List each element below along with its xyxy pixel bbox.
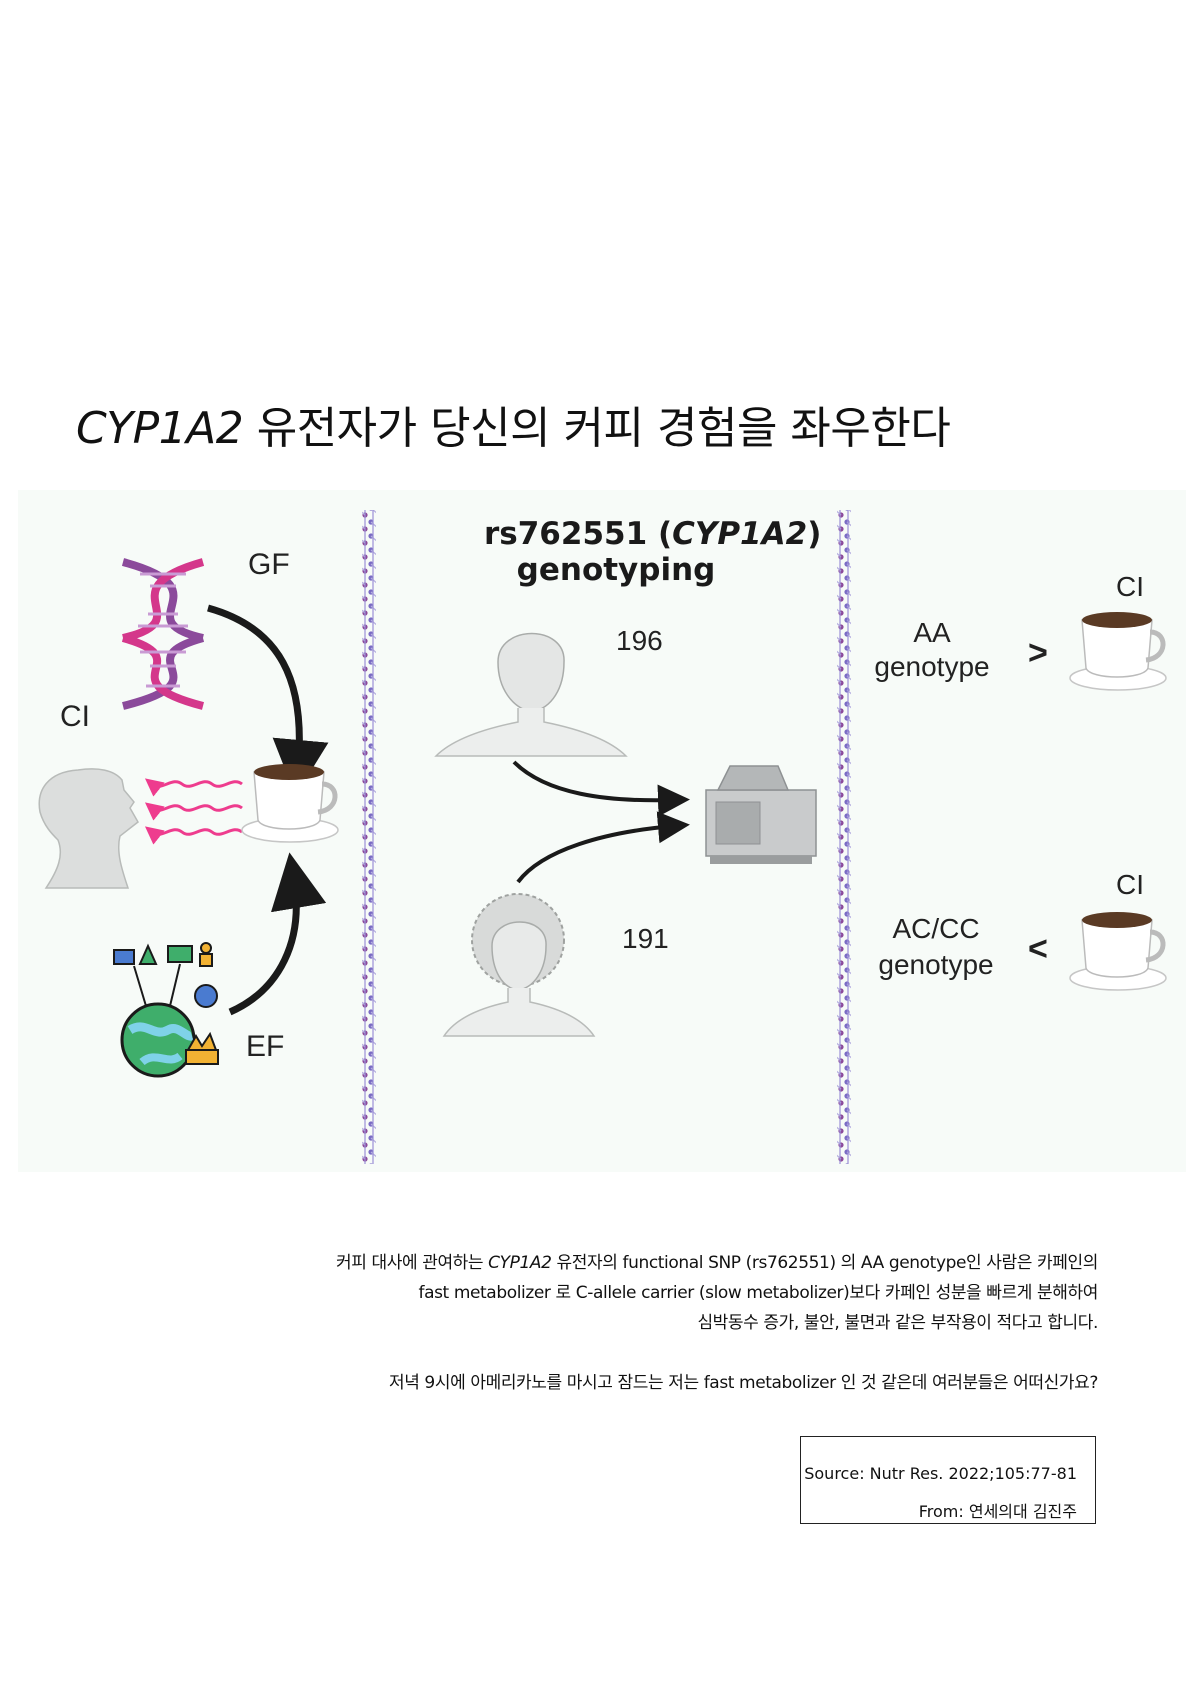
divider-strand-right xyxy=(837,510,851,1164)
person-profile-icon xyxy=(38,768,139,889)
page-title: CYP1A2 유전자가 당신의 커피 경험을 좌우한다 xyxy=(76,392,951,456)
coffee-cup-bottom-icon xyxy=(1069,912,1167,991)
label-ef: EF xyxy=(246,1030,284,1063)
sign-less: < xyxy=(1028,930,1048,968)
sign-greater: > xyxy=(1028,634,1048,672)
caption-line-1: 커피 대사에 관여하는 CYP1A2 유전자의 functional SNP (… xyxy=(198,1248,1098,1278)
arrow-gf-to-cup xyxy=(207,604,329,796)
figure-header-line2: genotyping xyxy=(517,552,716,588)
person-bottom-icon xyxy=(442,893,596,1037)
divider-strand-left xyxy=(362,510,376,1164)
aa-line1: AA xyxy=(913,617,951,648)
coffee-cup-top-icon xyxy=(1069,612,1167,691)
aa-line2: genotype xyxy=(874,651,989,682)
header-prefix: rs762551 ( xyxy=(484,516,672,552)
coffee-cup-icon xyxy=(241,764,339,843)
person-top-icon xyxy=(434,632,628,757)
dna-icon xyxy=(121,558,205,710)
study-diagram: GF CI xyxy=(18,490,1186,1172)
header-gene: CYP1A2 xyxy=(672,516,807,552)
source-box: Source: Nutr Res. 2022;105:77-81 From: 연… xyxy=(800,1436,1096,1524)
title-rest: 유전자가 당신의 커피 경험을 좌우한다 xyxy=(243,403,951,454)
header-suffix: ) xyxy=(807,516,821,552)
caption-line-4: 저녁 9시에 아메리카노를 마시고 잠드는 저는 fast metabolize… xyxy=(388,1373,1098,1393)
arrow-ef-to-cup xyxy=(228,852,327,1016)
caption-line-2: fast metabolizer 로 C-allele carrier (slo… xyxy=(418,1283,1098,1303)
arrow-bottom-to-sequencer xyxy=(516,811,690,884)
environment-icon xyxy=(113,942,219,1078)
count-top: 196 xyxy=(616,625,663,656)
label-ci-left: CI xyxy=(60,700,90,733)
caption-line1-prefix: 커피 대사에 관여하는 xyxy=(336,1253,489,1273)
aroma-waves-icon xyxy=(144,778,243,845)
caption-line1-suffix: 유전자의 functional SNP (rs762551) 의 AA geno… xyxy=(551,1253,1099,1273)
caption: 커피 대사에 관여하는 CYP1A2 유전자의 functional SNP (… xyxy=(198,1248,1098,1398)
caption-line-3: 심박동수 증가, 불안, 불면과 같은 부작용이 적다고 합니다. xyxy=(697,1313,1098,1333)
from-line: From: 연세의대 김진주 xyxy=(918,1502,1077,1521)
caption-gene: CYP1A2 xyxy=(488,1253,552,1273)
ci-top: CI xyxy=(1116,571,1144,602)
caption-spacer xyxy=(198,1338,1098,1368)
source-line: Source: Nutr Res. 2022;105:77-81 xyxy=(804,1464,1077,1483)
acc-line1: AC/CC xyxy=(892,913,979,944)
arrow-top-to-sequencer xyxy=(512,760,690,817)
count-bottom: 191 xyxy=(622,923,669,954)
label-gf: GF xyxy=(248,548,290,581)
acc-line2: genotype xyxy=(878,949,993,980)
ci-bottom: CI xyxy=(1116,869,1144,900)
sequencer-icon xyxy=(705,765,817,864)
title-gene: CYP1A2 xyxy=(76,403,244,454)
figure-header-line1: rs762551 (CYP1A2) xyxy=(484,516,821,552)
